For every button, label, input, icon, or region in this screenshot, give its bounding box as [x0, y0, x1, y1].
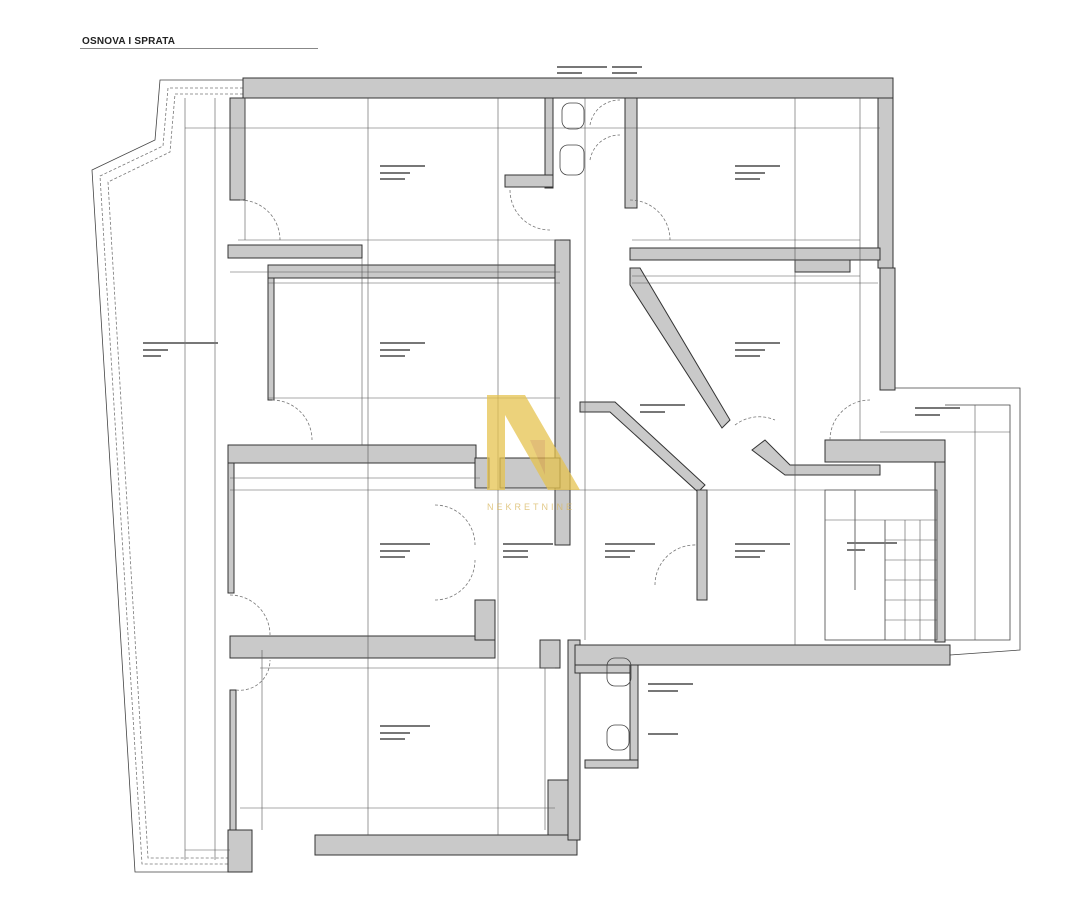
watermark-logo: NEKRETNINE: [487, 395, 580, 512]
title-underline: [80, 48, 318, 49]
staircase: [824, 489, 938, 641]
door-swings: [229, 99, 871, 691]
left-terrace: [91, 79, 243, 873]
watermark-text: NEKRETNINE: [487, 502, 575, 512]
right-terrace: [895, 387, 1021, 656]
drawing-title: OSNOVA I SPRATA: [82, 36, 176, 47]
room-labels: [143, 66, 960, 740]
walls: [227, 77, 951, 873]
toilet-fixtures: [559, 102, 632, 751]
dimension-lines: [184, 98, 1010, 860]
